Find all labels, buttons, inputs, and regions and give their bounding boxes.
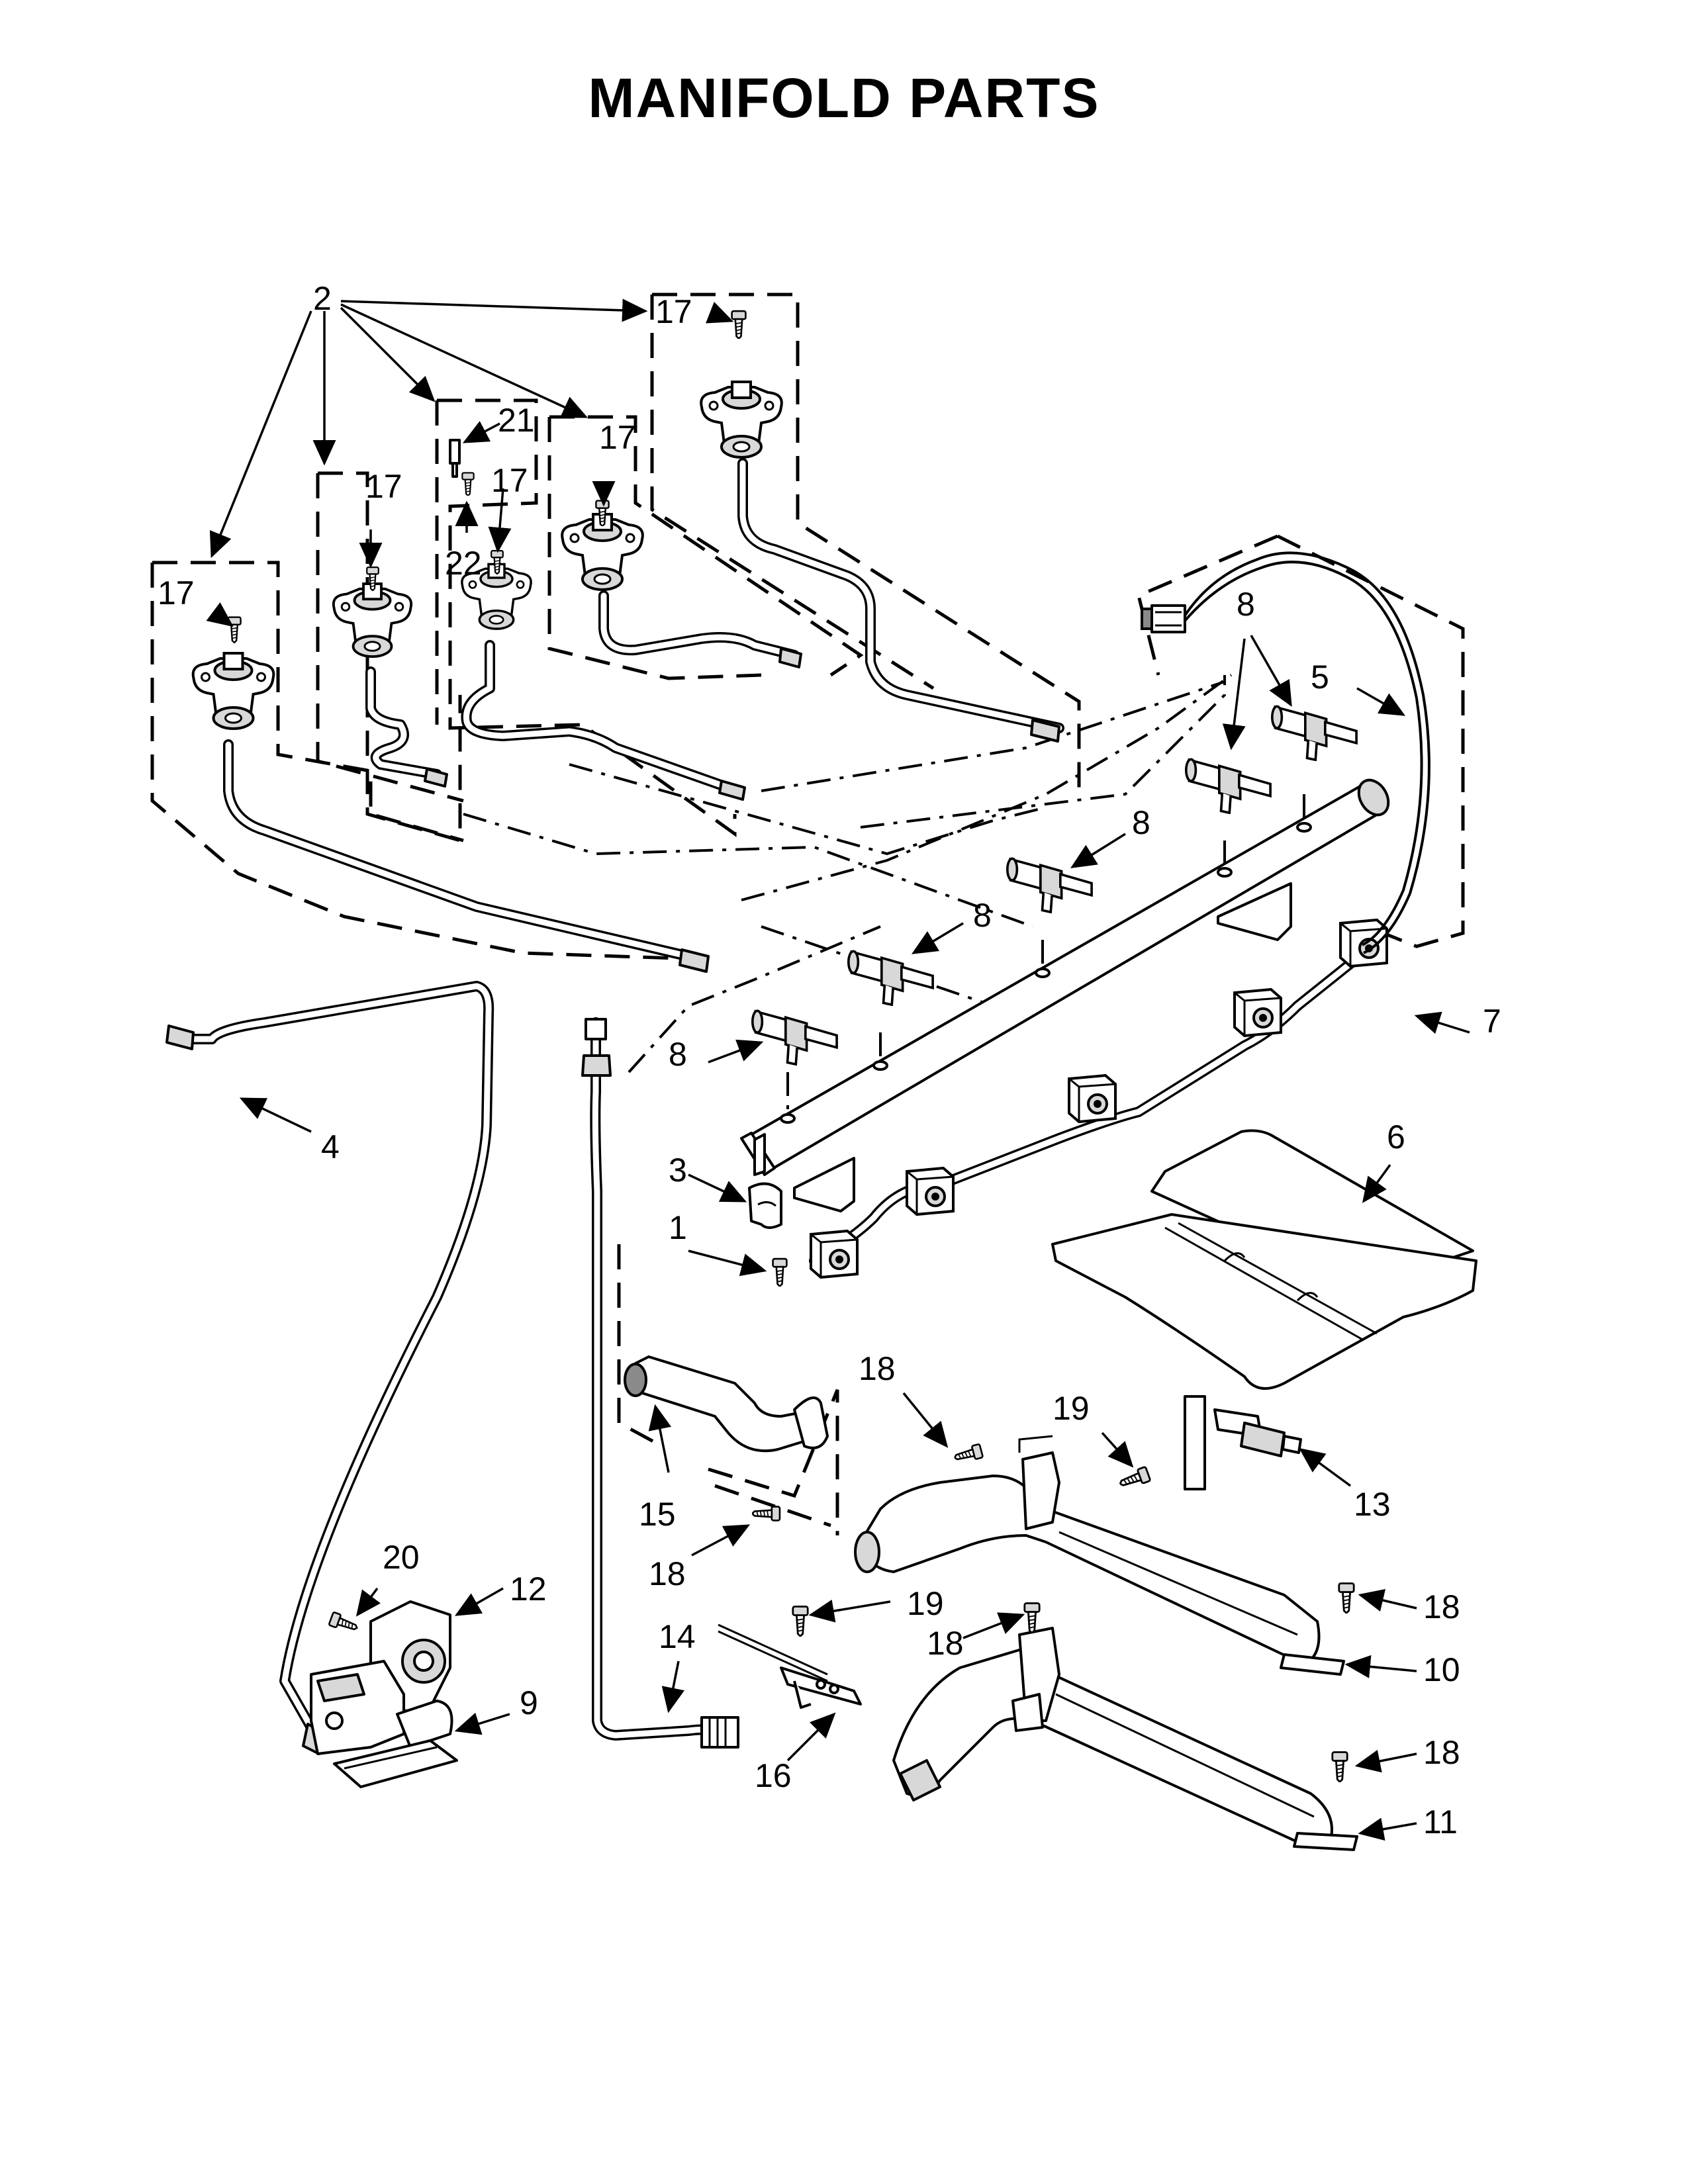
ignition-harness	[809, 919, 1388, 1279]
bracket-9	[333, 1739, 458, 1788]
orifice-8-d	[847, 950, 934, 1006]
callout-8: 8	[973, 897, 992, 934]
callout-18: 18	[1423, 1588, 1460, 1625]
screw-18-a	[952, 1443, 984, 1465]
screw-18-e	[1331, 1751, 1348, 1782]
callout-17: 17	[365, 468, 402, 505]
callout-13: 13	[1354, 1486, 1391, 1523]
callout-18: 18	[927, 1625, 964, 1662]
orifice-8-a	[1271, 705, 1358, 761]
orifice-8-b	[1185, 758, 1272, 814]
fitting-21	[449, 439, 461, 478]
valve-2-a	[700, 310, 783, 459]
callout-14: 14	[659, 1618, 696, 1655]
screw-18-b	[752, 1506, 781, 1522]
callout-17: 17	[158, 574, 195, 612]
callout-22: 22	[445, 545, 482, 582]
callout-labels: 2 17 17 21 17 17 22 17 8 5 8 8 7 8 4 3 1…	[158, 280, 1501, 1841]
orifice-8-c	[1006, 857, 1093, 913]
screw-19-a	[1116, 1465, 1152, 1492]
electrode-13	[1184, 1395, 1302, 1490]
callout-6: 6	[1387, 1118, 1405, 1156]
bracket-16	[718, 1623, 862, 1709]
callout-5: 5	[1311, 659, 1329, 696]
callout-9: 9	[520, 1684, 538, 1721]
callout-20: 20	[383, 1539, 420, 1576]
callout-16: 16	[755, 1757, 792, 1794]
callout-7: 7	[1483, 1003, 1501, 1040]
screw-18-c	[1338, 1582, 1355, 1614]
page-title: MANIFOLD PARTS	[588, 67, 1100, 129]
bracket-3	[748, 1182, 782, 1229]
callout-18: 18	[1423, 1734, 1460, 1771]
callout-17: 17	[655, 293, 692, 330]
burner-tube-10	[854, 1435, 1345, 1676]
ignition-wire-5	[1141, 551, 1430, 954]
callout-18: 18	[859, 1350, 896, 1387]
callout-10: 10	[1423, 1651, 1460, 1688]
manifold-pipe	[740, 778, 1390, 1212]
callout-19: 19	[907, 1585, 944, 1622]
callout-8: 8	[669, 1036, 687, 1073]
elbow-15	[617, 1244, 839, 1535]
callout-17: 17	[599, 419, 636, 456]
callout-12: 12	[510, 1570, 547, 1608]
heat-shield-6	[1051, 1129, 1477, 1390]
screw-22	[461, 472, 475, 496]
valve-assembly-12	[310, 1600, 453, 1755]
screw-19-b	[792, 1606, 809, 1637]
valve-2-e	[193, 616, 274, 729]
callout-1: 1	[669, 1209, 687, 1246]
gas-tubes	[223, 458, 1064, 973]
valve-group-boxes	[150, 293, 1465, 962]
valve-2-d	[332, 566, 413, 658]
callout-3: 3	[669, 1152, 687, 1189]
screw-18-d	[1023, 1602, 1041, 1633]
callout-8: 8	[1237, 586, 1255, 623]
callout-19: 19	[1053, 1390, 1090, 1427]
callout-21: 21	[498, 402, 535, 439]
valve-2-b	[561, 500, 644, 591]
callout-4: 4	[321, 1128, 340, 1165]
guide-lines	[463, 674, 1233, 1073]
screw-1	[772, 1257, 788, 1287]
callout-2: 2	[313, 280, 332, 317]
burner-tube-11	[892, 1627, 1358, 1851]
callout-17: 17	[491, 462, 528, 499]
callout-15: 15	[639, 1496, 676, 1533]
callout-8: 8	[1132, 804, 1150, 841]
supply-tube-14	[581, 1017, 739, 1749]
callout-11: 11	[1423, 1803, 1458, 1841]
supply-tube-4	[165, 981, 494, 1755]
callout-18: 18	[649, 1555, 686, 1592]
orifice-8-e	[751, 1009, 838, 1066]
leader-lines	[206, 298, 1470, 1841]
